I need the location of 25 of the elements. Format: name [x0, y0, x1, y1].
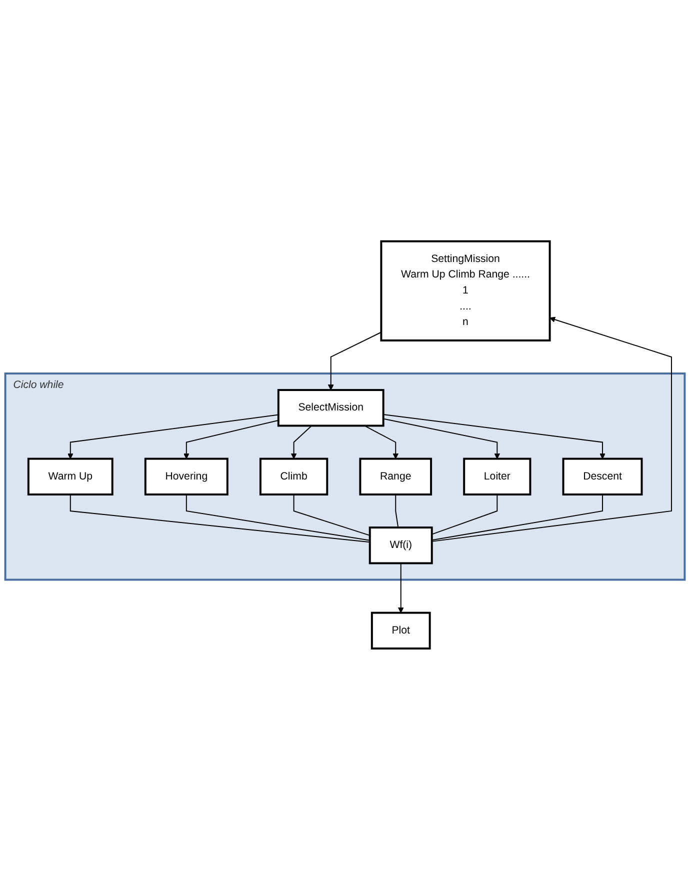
node-box: Wf(i): [368, 526, 433, 564]
node-box: Loiter: [463, 457, 532, 496]
arrow: [431, 316, 672, 542]
arrow: [184, 419, 279, 459]
node-box: Climb: [259, 457, 328, 496]
arrow: [364, 424, 399, 459]
node-box: SelectMission: [277, 388, 384, 426]
node-box: SettingMission Warm Up Climb Range ...... 1 .... n: [380, 240, 551, 342]
connector: [293, 494, 370, 536]
arrow: [382, 414, 606, 459]
connector: [395, 494, 399, 528]
connector: [431, 494, 603, 540]
arrow: [382, 418, 500, 459]
node-box: Plot: [370, 611, 431, 650]
node-box: Warm Up: [27, 457, 114, 496]
node-box: Hovering: [144, 457, 228, 496]
arrow: [398, 562, 404, 613]
arrow: [328, 331, 382, 390]
node-box: Range: [359, 457, 432, 496]
connector: [70, 494, 370, 542]
connector: [186, 494, 370, 540]
arrow: [290, 424, 312, 459]
connector: [431, 494, 498, 534]
node-box: Descent: [562, 457, 643, 496]
arrow: [68, 414, 279, 459]
